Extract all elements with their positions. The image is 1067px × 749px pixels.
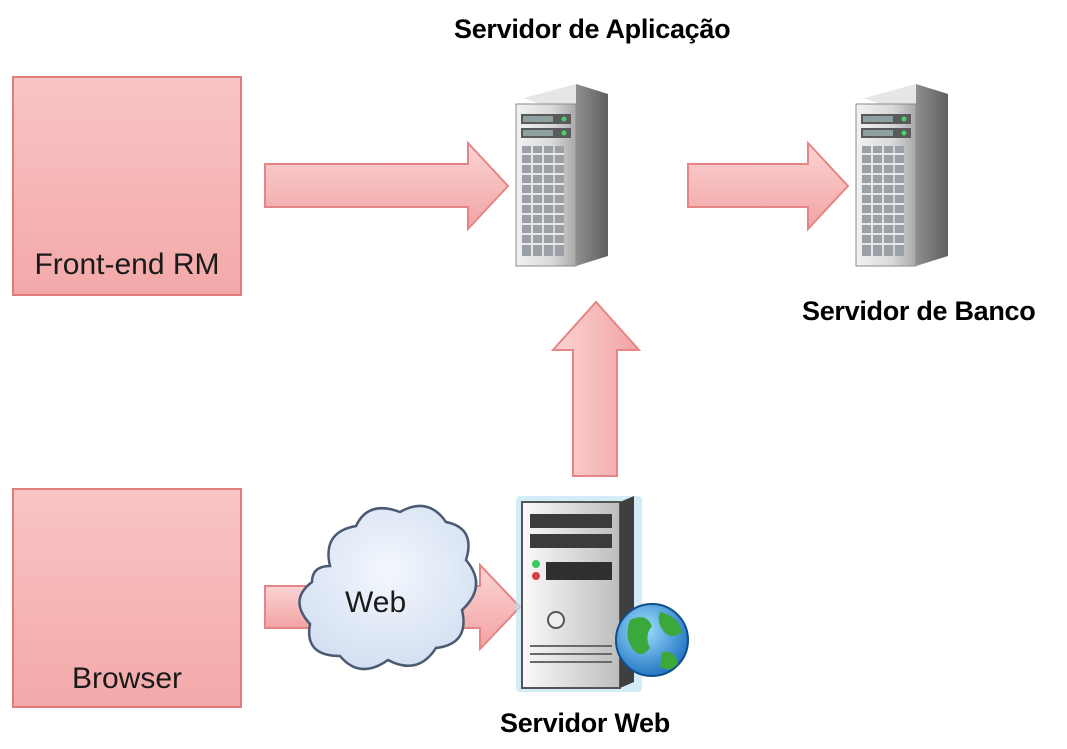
browser-box: Browser	[12, 488, 242, 708]
frontend-rm-box: Front-end RM	[12, 76, 242, 296]
arrow-frontend-to-app	[264, 140, 510, 232]
globe-icon	[615, 603, 689, 677]
web-server-icon	[516, 496, 642, 692]
db-server-title: Servidor de Banco	[802, 296, 1036, 326]
frontend-rm-label: Front-end RM	[34, 248, 220, 281]
db-server-icon	[855, 83, 949, 267]
cloud-label: Web	[345, 586, 407, 619]
web-cloud-shape	[298, 504, 478, 671]
browser-label: Browser	[71, 662, 183, 695]
app-server-title: Servidor de Aplicação	[454, 14, 731, 44]
web-server-title: Servidor Web	[500, 708, 670, 738]
arrow-web-to-app	[550, 300, 642, 477]
app-server-icon	[515, 83, 609, 267]
arrow-app-to-db	[687, 140, 850, 232]
